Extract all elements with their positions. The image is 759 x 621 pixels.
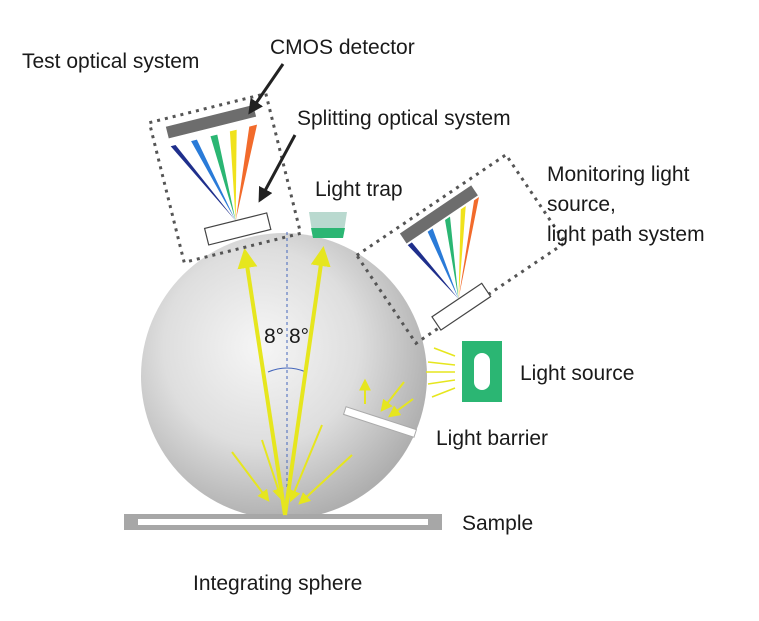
light-barrier (342, 406, 418, 438)
main-beams (237, 246, 331, 516)
splitting-element (203, 212, 272, 246)
integrating-sphere (141, 233, 427, 519)
monitoring-splitting-element (431, 282, 492, 331)
cmos-leader-arrow (248, 63, 285, 115)
monitoring-detector (399, 185, 478, 244)
beam-to-test-optics (237, 248, 287, 516)
label-splitting-optical-system: Splitting optical system (297, 107, 511, 130)
light-trap (309, 212, 347, 238)
label-test-optical-system: Test optical system (22, 50, 199, 73)
label-sample: Sample (462, 512, 533, 535)
cmos-detector (165, 105, 257, 139)
label-light-trap: Light trap (315, 178, 403, 201)
beam-to-light-trap (283, 246, 331, 516)
label-integrating-sphere: Integrating sphere (193, 572, 362, 595)
label-angle-right: 8° (289, 325, 309, 348)
light-source (462, 341, 502, 402)
label-monitoring-line1: Monitoring light (547, 163, 690, 186)
monitoring-system (354, 152, 568, 346)
label-cmos-detector: CMOS detector (270, 36, 415, 59)
label-angle-left: 8° (264, 325, 284, 348)
angle-arc (267, 367, 307, 373)
label-light-source: Light source (520, 362, 634, 385)
diffuse-rays (231, 378, 414, 505)
label-monitoring-line3: light path system (547, 223, 705, 246)
splitting-leader-arrow (258, 134, 297, 203)
label-light-barrier: Light barrier (436, 427, 548, 450)
sample-plate (124, 514, 442, 530)
label-monitoring-line2: source, (547, 193, 616, 216)
light-source-glow (426, 347, 456, 398)
monitoring-spectrum-fan (407, 197, 480, 299)
